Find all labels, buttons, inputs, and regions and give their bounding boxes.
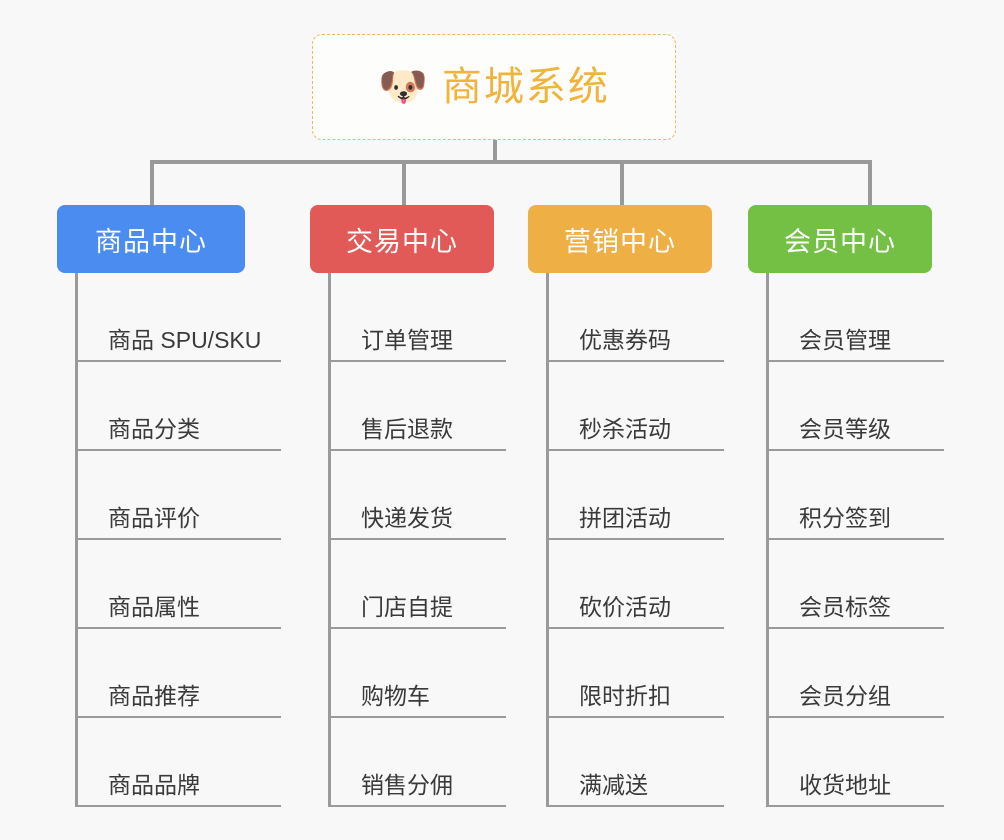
connector-horizontal-bus <box>150 160 872 164</box>
leaf-list-trade-center: 订单管理 售后退款 快递发货 门店自提 购物车 销售分佣 <box>328 273 510 807</box>
list-item[interactable]: 会员标签 <box>769 540 944 629</box>
list-item[interactable]: 商品 SPU/SKU <box>78 273 281 362</box>
dog-face-icon: 🐶 <box>378 65 428 109</box>
leaf-label: 砍价活动 <box>579 594 671 621</box>
leaf-label: 会员分组 <box>799 683 891 710</box>
list-item[interactable]: 商品品牌 <box>78 718 281 807</box>
category-label: 交易中心 <box>346 226 458 257</box>
leaf-label: 拼团活动 <box>579 505 671 532</box>
leaf-label: 购物车 <box>361 683 430 710</box>
connector-drop-1 <box>150 160 154 205</box>
list-item[interactable]: 商品推荐 <box>78 629 281 718</box>
root-title: 商城系统 <box>441 65 610 109</box>
connector-root-stem <box>493 140 497 163</box>
list-item[interactable]: 商品分类 <box>78 362 281 451</box>
leaf-label: 门店自提 <box>361 594 453 621</box>
branch-product-center: 商品中心 商品 SPU/SKU 商品分类 商品评价 商品属性 商品推荐 商品品牌 <box>57 205 287 807</box>
root-node[interactable]: 🐶 商城系统 <box>312 34 676 140</box>
list-item[interactable]: 收货地址 <box>769 718 944 807</box>
leaf-label: 快递发货 <box>361 505 453 532</box>
list-item[interactable]: 商品属性 <box>78 540 281 629</box>
category-box-member-center[interactable]: 会员中心 <box>748 205 932 273</box>
list-item[interactable]: 积分签到 <box>769 451 944 540</box>
list-item[interactable]: 砍价活动 <box>549 540 724 629</box>
leaf-label: 限时折扣 <box>579 683 671 710</box>
leaf-label: 积分签到 <box>799 505 891 532</box>
list-item[interactable]: 限时折扣 <box>549 629 724 718</box>
list-item[interactable]: 购物车 <box>331 629 506 718</box>
category-box-trade-center[interactable]: 交易中心 <box>310 205 494 273</box>
connector-drop-2 <box>402 160 406 205</box>
branch-trade-center: 交易中心 订单管理 售后退款 快递发货 门店自提 购物车 销售分佣 <box>310 205 510 807</box>
connector-drop-3 <box>620 160 624 205</box>
leaf-label: 会员标签 <box>799 594 891 621</box>
leaf-label: 会员等级 <box>799 416 891 443</box>
category-box-marketing-center[interactable]: 营销中心 <box>528 205 712 273</box>
branch-marketing-center: 营销中心 优惠券码 秒杀活动 拼团活动 砍价活动 限时折扣 满减送 <box>528 205 728 807</box>
leaf-label: 满减送 <box>579 772 648 799</box>
list-item[interactable]: 会员分组 <box>769 629 944 718</box>
category-label: 会员中心 <box>784 226 896 257</box>
list-item[interactable]: 满减送 <box>549 718 724 807</box>
leaf-label: 收货地址 <box>799 772 891 799</box>
list-item[interactable]: 商品评价 <box>78 451 281 540</box>
list-item[interactable]: 快递发货 <box>331 451 506 540</box>
list-item[interactable]: 销售分佣 <box>331 718 506 807</box>
leaf-label: 订单管理 <box>361 327 453 354</box>
leaf-label: 商品推荐 <box>108 683 200 710</box>
list-item[interactable]: 会员管理 <box>769 273 944 362</box>
leaf-list-product-center: 商品 SPU/SKU 商品分类 商品评价 商品属性 商品推荐 商品品牌 <box>75 273 287 807</box>
leaf-label: 优惠券码 <box>579 327 671 354</box>
leaf-label: 商品评价 <box>108 505 200 532</box>
leaf-list-marketing-center: 优惠券码 秒杀活动 拼团活动 砍价活动 限时折扣 满减送 <box>546 273 728 807</box>
connector-drop-4 <box>868 160 872 205</box>
list-item[interactable]: 拼团活动 <box>549 451 724 540</box>
leaf-label: 售后退款 <box>361 416 453 443</box>
list-item[interactable]: 订单管理 <box>331 273 506 362</box>
list-item[interactable]: 秒杀活动 <box>549 362 724 451</box>
leaf-label: 商品分类 <box>108 416 200 443</box>
leaf-label: 商品属性 <box>108 594 200 621</box>
category-label: 商品中心 <box>95 226 207 257</box>
category-box-product-center[interactable]: 商品中心 <box>57 205 245 273</box>
list-item[interactable]: 会员等级 <box>769 362 944 451</box>
leaf-label: 会员管理 <box>799 327 891 354</box>
list-item[interactable]: 优惠券码 <box>549 273 724 362</box>
leaf-list-member-center: 会员管理 会员等级 积分签到 会员标签 会员分组 收货地址 <box>766 273 948 807</box>
leaf-label: 销售分佣 <box>361 772 453 799</box>
list-item[interactable]: 售后退款 <box>331 362 506 451</box>
list-item[interactable]: 门店自提 <box>331 540 506 629</box>
category-label: 营销中心 <box>564 226 676 257</box>
leaf-label: 商品 SPU/SKU <box>108 327 262 354</box>
branch-member-center: 会员中心 会员管理 会员等级 积分签到 会员标签 会员分组 收货地址 <box>748 205 948 807</box>
leaf-label: 秒杀活动 <box>579 416 671 443</box>
leaf-label: 商品品牌 <box>108 772 200 799</box>
